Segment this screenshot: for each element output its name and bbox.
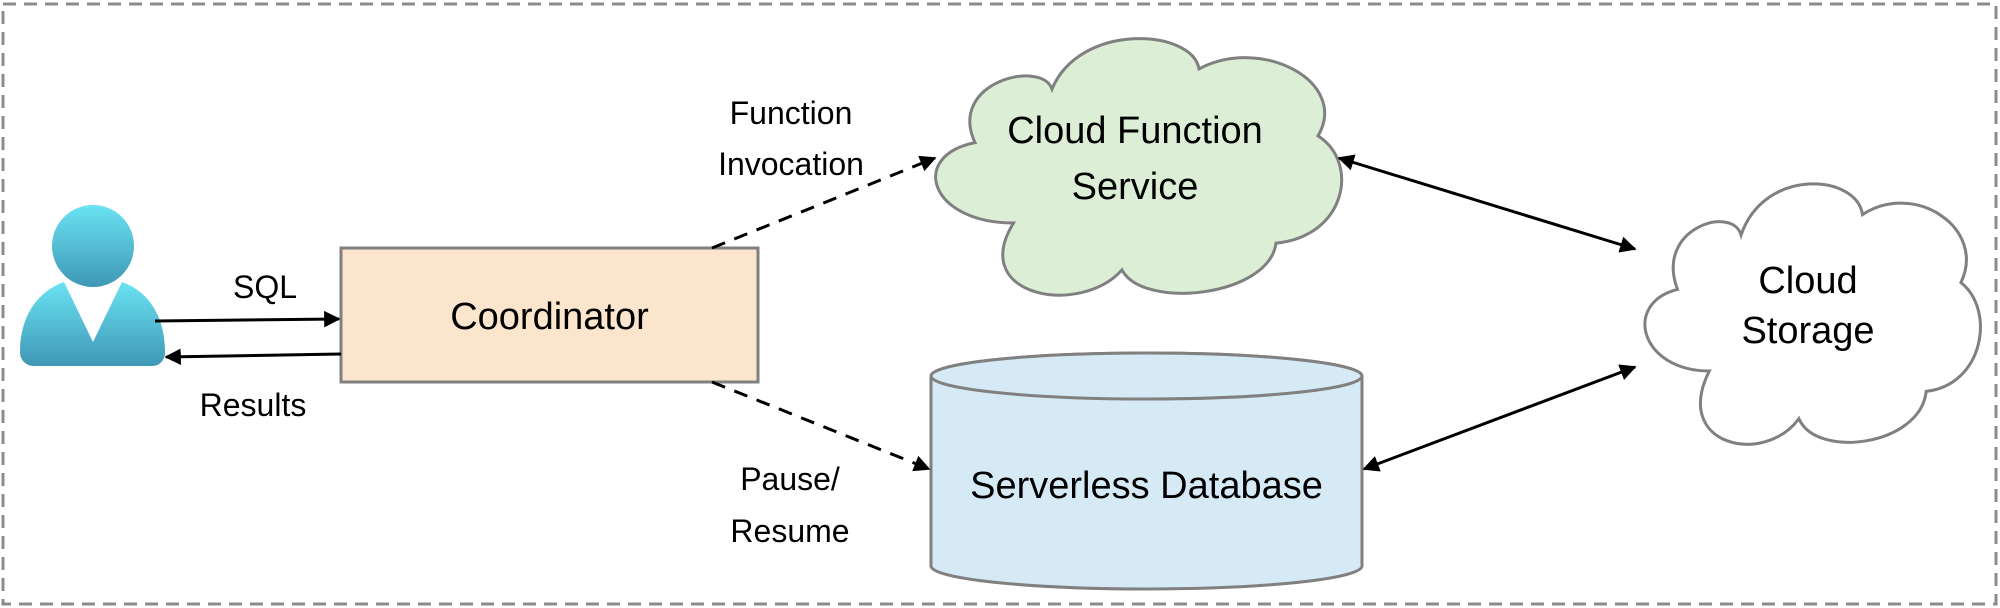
edge-results[interactable]: Results xyxy=(164,348,342,423)
edge-sql[interactable]: SQL xyxy=(154,269,341,328)
results-label: Results xyxy=(200,387,307,423)
edge-pause-resume[interactable]: Pause/ Resume xyxy=(711,380,931,549)
database-cylinder-shape xyxy=(929,351,1364,591)
sql-label: SQL xyxy=(233,269,297,305)
function-invocation-label-line1: Function xyxy=(730,95,853,131)
function-invocation-label-line2: Invocation xyxy=(718,146,864,182)
pause-resume-label-line2: Resume xyxy=(730,513,849,549)
user-node[interactable] xyxy=(20,205,165,366)
coordinator-box xyxy=(339,246,760,384)
cloud-function-label-line2: Service xyxy=(1072,166,1199,208)
cloud-function-shape xyxy=(934,37,1344,297)
database-node[interactable]: Serverless Database xyxy=(929,351,1364,591)
pause-resume-label-line1: Pause/ xyxy=(740,461,840,497)
cloud-storage-label-line1: Cloud xyxy=(1758,260,1857,302)
results-arrow xyxy=(164,348,342,365)
cloud-function-label-line1: Cloud Function xyxy=(1007,110,1263,152)
function-invocation-arrow xyxy=(711,155,937,250)
coordinator-node[interactable]: Coordinator xyxy=(339,246,760,384)
user-icon xyxy=(20,205,165,366)
cloud-storage-node[interactable]: Cloud Storage xyxy=(1643,182,1982,446)
coordinator-label: Coordinator xyxy=(450,296,649,338)
cloud-storage-shape xyxy=(1643,182,1982,446)
pause-resume-arrow xyxy=(711,380,931,472)
database-storage-bidirectional-arrow xyxy=(1362,364,1637,472)
edge-function-storage[interactable] xyxy=(1337,154,1637,253)
edge-database-storage[interactable] xyxy=(1362,364,1637,472)
function-storage-bidirectional-arrow xyxy=(1337,154,1637,253)
cloud-function-node[interactable]: Cloud Function Service xyxy=(934,37,1344,297)
sql-arrow xyxy=(154,310,341,328)
cloud-storage-label-line2: Storage xyxy=(1741,310,1874,352)
database-label: Serverless Database xyxy=(970,465,1323,507)
edge-function-invocation[interactable]: Function Invocation xyxy=(711,95,937,250)
